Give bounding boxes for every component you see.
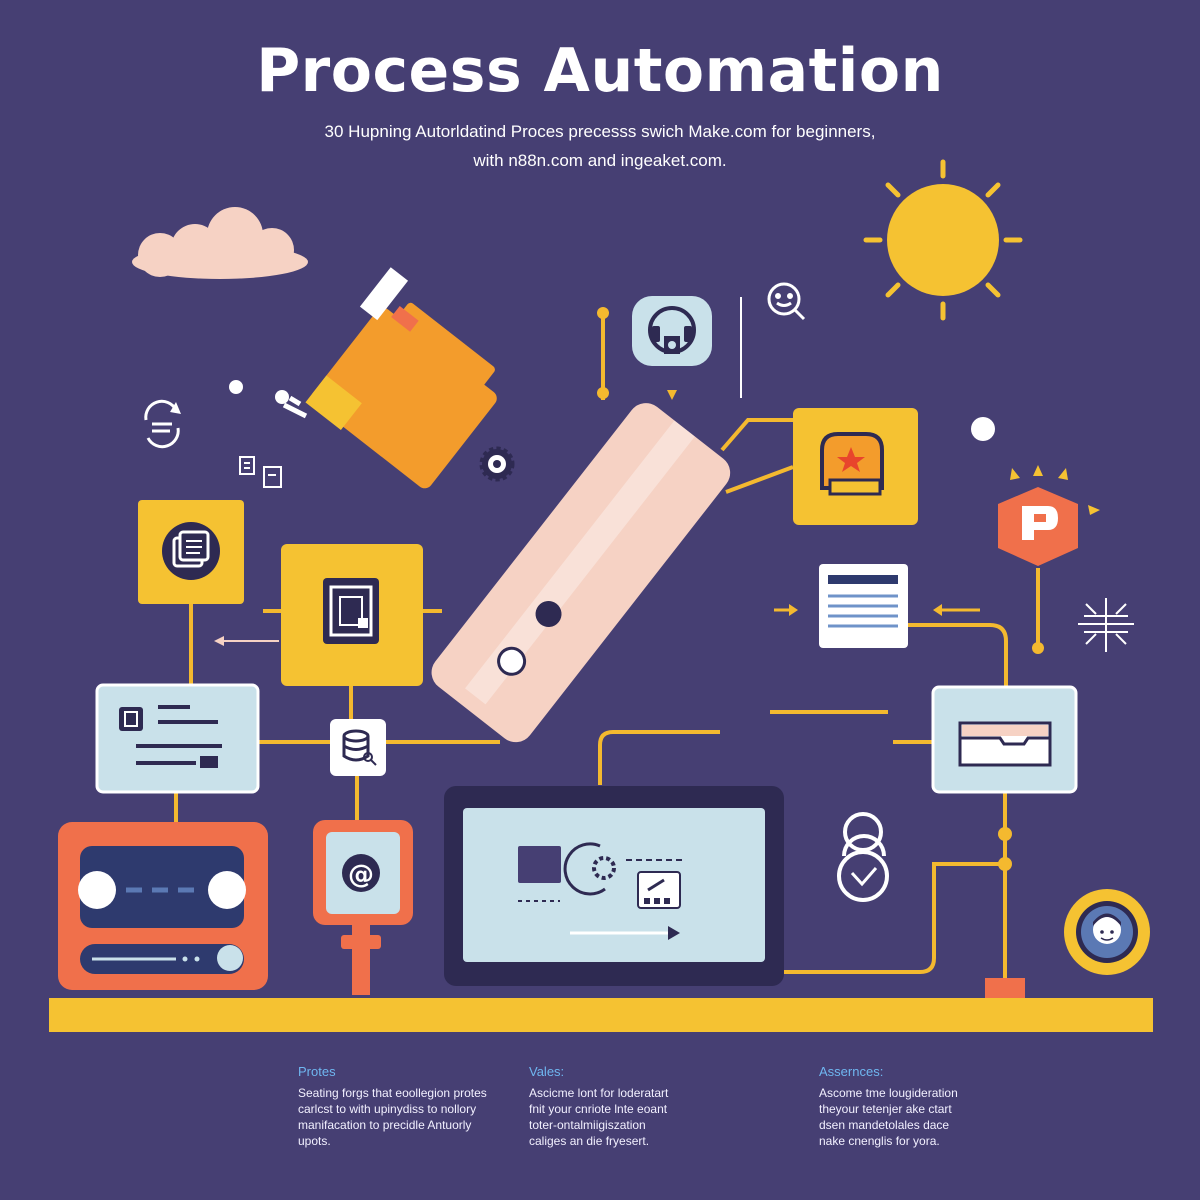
arrow-left-icon — [214, 636, 279, 646]
connector-lines — [174, 312, 1040, 985]
lock-check-icon — [837, 812, 889, 902]
document-stack-icon — [138, 500, 244, 604]
column-line: fnit your cnriote lnte eoant — [529, 1102, 668, 1116]
column-line: toter-ontalmiigiszation — [529, 1118, 646, 1132]
database-icon — [330, 719, 386, 776]
logo-badge-icon — [998, 465, 1100, 566]
column-heading: Protes — [298, 1064, 336, 1079]
card-icon — [95, 683, 260, 794]
column-heading: Vales: — [529, 1064, 565, 1079]
post-block — [985, 978, 1025, 998]
subtitle-line-2: with n88n.com and ingeaket.com. — [473, 151, 727, 170]
list-window-icon — [819, 564, 908, 648]
robot-arm-icon — [275, 267, 731, 743]
avatar-badge-icon — [1064, 889, 1150, 975]
headset-icon — [632, 296, 712, 366]
crosshair-icon — [1078, 598, 1134, 652]
frame-tile-icon — [281, 544, 423, 686]
gear-icon — [479, 446, 515, 482]
column-line: manifacation to precidle Antuorly — [298, 1118, 472, 1132]
column-line: Ascome tme lougideration — [819, 1086, 958, 1100]
column-vales: Vales: Ascicme lont for loderatart fnit … — [529, 1064, 749, 1149]
column-text: Ascicme lont for loderatart fnit your cn… — [529, 1085, 749, 1149]
column-protes: Protes Seating forgs that eoollegion pro… — [298, 1064, 518, 1149]
subtitle-line-1: 30 Hupning Autorldatind Proces precesss … — [324, 122, 876, 141]
email-at-icon: @ — [313, 820, 413, 995]
base-bar — [49, 998, 1153, 1032]
column-line: dsen mandetolales dace — [819, 1118, 950, 1132]
arrow-right-icon — [774, 604, 798, 616]
radio-device-icon — [58, 822, 268, 990]
column-assernces: Assernces: Ascome tme lougideration they… — [819, 1064, 1039, 1149]
column-text: Seating forgs that eoollegion protes car… — [298, 1085, 518, 1149]
monitor-icon — [444, 786, 784, 986]
page-title: Process Automation — [256, 36, 944, 106]
folder-window-icon — [931, 685, 1078, 794]
bot-star-icon — [793, 408, 918, 525]
column-line: theyour tetenjer ake ctart — [819, 1102, 952, 1116]
cloud-icon — [132, 207, 308, 279]
column-line: Ascicme lont for loderatart — [529, 1086, 669, 1100]
sync-icon — [144, 399, 181, 449]
arrow-left-icon — [933, 604, 980, 616]
column-line: upots. — [298, 1134, 331, 1148]
gear-icon — [592, 856, 616, 880]
column-line: caliges an die fryesert. — [529, 1134, 650, 1148]
sun-icon — [863, 159, 1023, 321]
svg-text:@: @ — [348, 860, 374, 890]
column-text: Ascome tme lougideration theyour tetenje… — [819, 1085, 1039, 1149]
column-line: nake cnenglis for yora. — [819, 1134, 940, 1148]
column-heading: Assernces: — [819, 1064, 884, 1079]
document-icon — [239, 456, 282, 488]
column-line: carlcst to with upinydiss to nollory — [298, 1102, 477, 1116]
chat-search-icon — [767, 282, 806, 321]
column-line: Seating forgs that eoollegion protes — [298, 1086, 487, 1100]
